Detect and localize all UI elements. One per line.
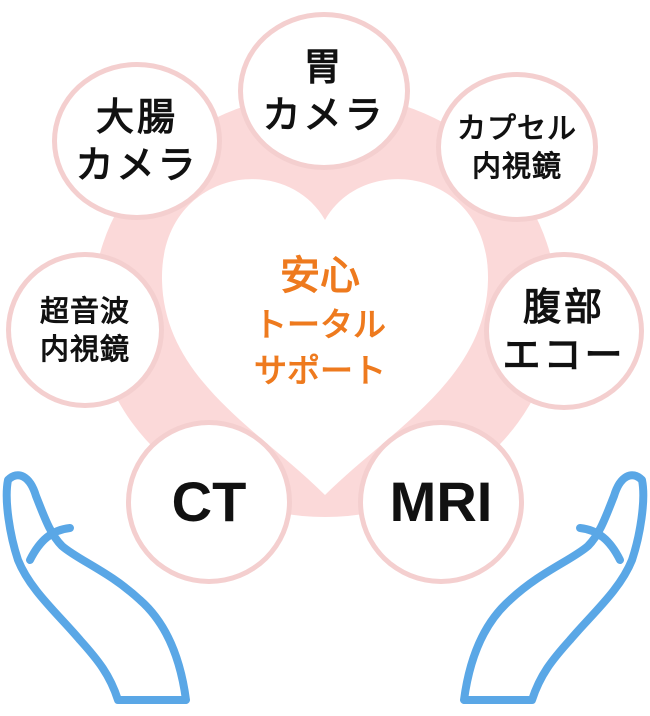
item-label: 内視鏡 <box>39 332 130 366</box>
item-label: 内視鏡 <box>471 149 562 183</box>
right-hand-icon <box>460 471 648 704</box>
left-hand-icon <box>2 471 190 704</box>
item-mri: MRI <box>358 420 524 584</box>
item-label: エコー <box>502 333 626 377</box>
item-label: カプセル <box>456 111 577 145</box>
item-label: CT <box>171 470 247 533</box>
item-label: MRI <box>389 470 493 533</box>
item-stomach-camera: 胃 カメラ <box>238 12 410 170</box>
item-label: カメラ <box>75 143 199 187</box>
item-colon-camera: 大腸 カメラ <box>52 62 222 220</box>
item-label: 大腸 <box>95 95 178 139</box>
item-ct: CT <box>126 420 292 584</box>
item-capsule-endoscope: カプセル 内視鏡 <box>436 72 598 222</box>
center-title: 安心 トータル サポート <box>215 250 425 394</box>
item-label: 腹部 <box>522 285 605 329</box>
item-abdominal-echo: 腹部 エコー <box>484 252 644 410</box>
heart-shape <box>161 179 489 495</box>
item-label: 胃 <box>303 45 345 89</box>
item-label: カメラ <box>262 93 386 137</box>
item-endoscopic-ultrasound: 超音波 内視鏡 <box>6 252 164 408</box>
center-line-2: トータル <box>254 305 386 344</box>
center-line-1: 安心 <box>280 253 360 299</box>
center-line-3: サポート <box>254 351 386 390</box>
item-label: 超音波 <box>39 294 130 328</box>
